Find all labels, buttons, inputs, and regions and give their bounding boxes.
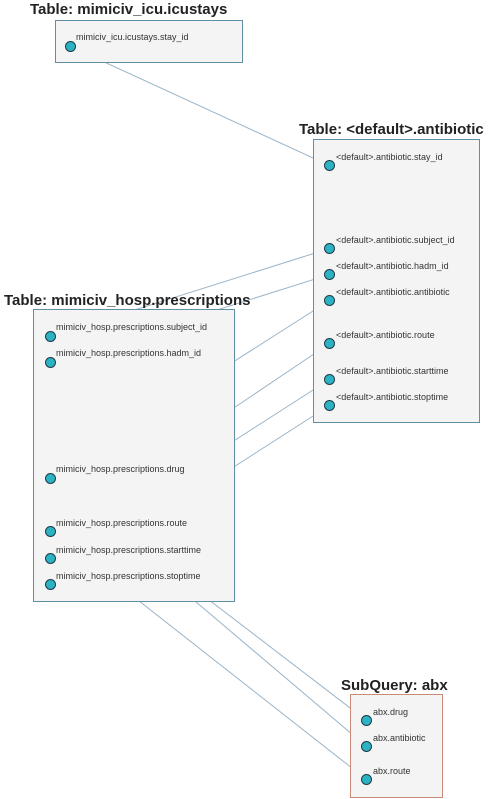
- port-prescriptions-hadm_id[interactable]: [45, 357, 56, 368]
- column-label: <default>.antibiotic.subject_id: [336, 235, 455, 245]
- table-antibiotic[interactable]: <default>.antibiotic.stay_id <default>.a…: [313, 139, 480, 423]
- column-label: abx.route: [373, 766, 411, 776]
- port-prescriptions-route[interactable]: [45, 526, 56, 537]
- port-antibiotic-starttime[interactable]: [324, 374, 335, 385]
- port-antibiotic-antibiotic[interactable]: [324, 295, 335, 306]
- column-label: abx.antibiotic: [373, 733, 426, 743]
- table-prescriptions[interactable]: mimiciv_hosp.prescriptions.subject_id mi…: [33, 309, 235, 602]
- column-label: <default>.antibiotic.starttime: [336, 366, 449, 376]
- port-antibiotic-subject_id[interactable]: [324, 243, 335, 254]
- port-antibiotic-route[interactable]: [324, 338, 335, 349]
- port-prescriptions-subject_id[interactable]: [45, 331, 56, 342]
- column-label: abx.drug: [373, 707, 409, 717]
- table-title-abx: SubQuery: abx: [341, 677, 448, 694]
- column-label: <default>.antibiotic.hadm_id: [336, 261, 449, 271]
- port-prescriptions-starttime[interactable]: [45, 553, 56, 564]
- column-label: <default>.antibiotic.antibiotic: [336, 287, 450, 297]
- edge-icustays-0-to-antibiotic-0: [75, 48, 325, 164]
- column-label: mimiciv_hosp.prescriptions.starttime: [56, 545, 202, 555]
- column-label: <default>.antibiotic.stay_id: [336, 152, 443, 162]
- table-title-icustays: Table: mimiciv_icu.icustays: [30, 1, 228, 18]
- column-label: <default>.antibiotic.stoptime: [336, 392, 449, 402]
- port-abx-drug[interactable]: [361, 715, 372, 726]
- port-antibiotic-hadm_id[interactable]: [324, 269, 335, 280]
- column-label: mimiciv_hosp.prescriptions.subject_id: [56, 322, 208, 332]
- port-antibiotic-stay_id[interactable]: [324, 160, 335, 171]
- table-icustays[interactable]: mimiciv_icu.icustays.stay_id: [55, 20, 243, 63]
- column-label: mimiciv_hosp.prescriptions.stoptime: [56, 571, 201, 581]
- table-title-prescriptions: Table: mimiciv_hosp.prescriptions: [4, 292, 251, 309]
- table-title-antibiotic: Table: <default>.antibiotic: [299, 121, 484, 138]
- port-prescriptions-stoptime[interactable]: [45, 579, 56, 590]
- port-icustays-stay_id[interactable]: [65, 41, 76, 52]
- port-antibiotic-stoptime[interactable]: [324, 400, 335, 411]
- column-label: <default>.antibiotic.route: [336, 330, 435, 340]
- port-abx-route[interactable]: [361, 774, 372, 785]
- port-prescriptions-drug[interactable]: [45, 473, 56, 484]
- column-label: mimiciv_icu.icustays.stay_id: [76, 32, 189, 42]
- column-label: mimiciv_hosp.prescriptions.hadm_id: [56, 348, 202, 358]
- port-abx-antibiotic[interactable]: [361, 741, 372, 752]
- column-label: mimiciv_hosp.prescriptions.route: [56, 518, 188, 528]
- column-label: mimiciv_hosp.prescriptions.drug: [56, 464, 185, 474]
- subquery-abx[interactable]: abx.drug abx.antibiotic abx.route: [350, 694, 443, 798]
